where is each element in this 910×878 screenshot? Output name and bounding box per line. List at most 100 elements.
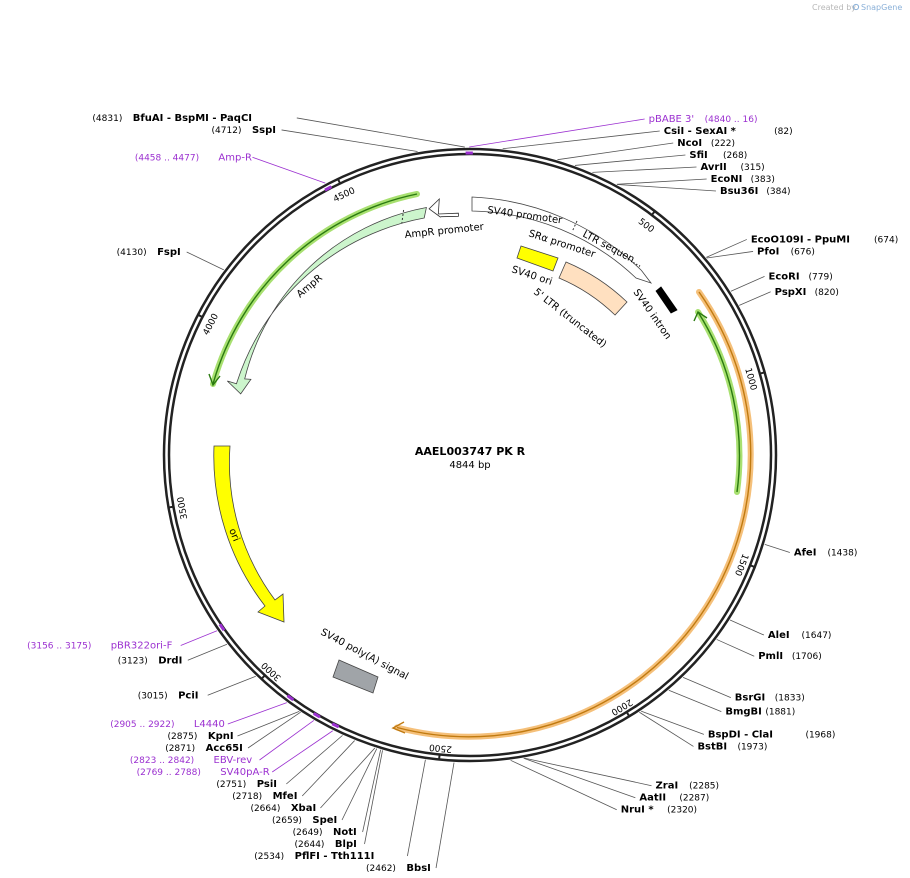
enzyme-label: BspDI - ClaI(1968) — [708, 729, 836, 740]
enzyme-name: AfeI — [794, 548, 817, 559]
feature-sv40-promoter-arrow — [471, 196, 653, 284]
enzyme-leader-line — [186, 251, 224, 271]
enzyme-label: SpeI(2659) — [272, 815, 337, 826]
primer-position: (2769 .. 2788) — [137, 768, 201, 778]
enzyme-position: (2462) — [366, 864, 396, 874]
enzyme-label: AleI(1647) — [768, 630, 832, 641]
primer-name: SV40pA-R — [220, 767, 269, 778]
enzyme-name: SspI — [252, 125, 276, 136]
primer-label: EBV-rev(2823 .. 2842) — [130, 755, 252, 766]
enzyme-leader-line — [510, 759, 617, 811]
enzyme-label: BbsI(2462) — [366, 863, 431, 874]
primer-name: EBV-rev — [214, 755, 253, 766]
tick-mark — [196, 313, 204, 319]
enzyme-leader-line — [301, 740, 355, 797]
enzyme-leader-line — [764, 544, 790, 553]
enzyme-label: EcoRI(779) — [769, 271, 833, 282]
primer-label: pBABE 3'(4840 .. 16) — [649, 114, 758, 125]
feature-label-ori: ori — [226, 527, 241, 543]
enzyme-position: (384) — [766, 187, 790, 197]
tick-mark — [758, 371, 766, 375]
enzyme-label: Acc65I(2871) — [165, 743, 243, 754]
enzyme-name: MfeI — [273, 791, 298, 802]
enzyme-leader-line — [639, 711, 694, 747]
enzyme-name: NcoI — [677, 138, 702, 149]
enzyme-label: BlpI(2644) — [295, 839, 357, 850]
enzyme-name: NotI — [333, 827, 357, 838]
enzyme-position: (2718) — [232, 792, 262, 802]
enzyme-leader-line — [524, 757, 652, 787]
plasmid-name: AAEL003747 PK R — [415, 445, 526, 458]
enzyme-label: PspXI (820) — [775, 287, 839, 298]
enzyme-leader-line — [237, 710, 300, 737]
ampr-highlight-head — [208, 373, 221, 387]
orf-arrow-outer — [396, 291, 752, 738]
orf-arrow-inner-head — [693, 310, 708, 322]
enzyme-name: PspXI — [775, 287, 807, 298]
enzyme-label: EcoNI(383) — [711, 174, 775, 185]
enzyme-name: EcoNI — [711, 174, 743, 185]
primer-leader-line — [259, 720, 315, 761]
enzyme-label: ZraI(2285) — [656, 781, 720, 792]
primer-site-mark — [331, 722, 340, 729]
enzyme-label: PsiI(2751) — [216, 779, 277, 790]
enzyme-leader-line — [557, 142, 674, 161]
enzyme-label: AvrII(315) — [700, 162, 764, 173]
enzyme-position: (820) — [815, 288, 839, 298]
enzyme-name: AleI — [768, 630, 790, 641]
tick-label: 3500 — [176, 496, 190, 521]
orf-highlight-outer — [394, 289, 754, 740]
enzyme-label: PciI (3015) — [138, 690, 199, 701]
tick-label: 2500 — [428, 741, 452, 753]
enzyme-label: SspI(4712) — [212, 125, 276, 136]
enzyme-leader-line — [706, 251, 754, 259]
enzyme-position: (3123) — [118, 656, 148, 666]
enzyme-leader-line — [320, 747, 376, 809]
primer-leader-line — [271, 730, 334, 773]
enzyme-label: NruI *(2320) — [621, 805, 697, 816]
enzyme-position: (1968) — [805, 730, 835, 740]
primer-label: L4440(2905 .. 2922) — [110, 719, 225, 730]
feature-sv40-ori — [516, 245, 559, 272]
enzyme-position: (2649) — [293, 828, 323, 838]
enzyme-position: (674) — [874, 235, 898, 245]
enzyme-leader-line — [729, 619, 765, 636]
feature-ori-arrow — [213, 445, 285, 623]
enzyme-label: SfiI(268) — [689, 150, 747, 161]
enzyme-leader-line — [341, 748, 378, 821]
enzyme-label: PmlI(1706) — [758, 651, 822, 662]
enzyme-position: (2875) — [167, 732, 197, 742]
enzyme-label: EcoO109I - PpuMI (674) — [751, 234, 898, 245]
feature-ampr-promoter — [428, 197, 459, 218]
enzyme-name: BsrGI — [735, 693, 765, 704]
enzyme-position: (1833) — [775, 694, 805, 704]
enzyme-name: Acc65I — [206, 743, 243, 754]
enzyme-position: (2285) — [689, 782, 719, 792]
tick-mark — [748, 563, 757, 569]
enzyme-name: BmgBI — [725, 707, 762, 718]
enzyme-label: PflFI - Tth111I(2534) — [254, 851, 374, 862]
enzyme-name: PciI — [178, 690, 198, 701]
enzyme-label: AfeI(1438) — [794, 548, 858, 559]
enzyme-position: (1881) — [765, 708, 795, 718]
enzyme-position: (2534) — [254, 852, 284, 862]
enzyme-position: (1973) — [737, 742, 767, 752]
snapgene-logo-icon — [852, 3, 860, 11]
enzyme-position: (2751) — [216, 780, 246, 790]
enzyme-leader-line — [682, 677, 731, 698]
enzyme-name: DrdI — [158, 655, 182, 666]
primer-position: (4840 .. 16) — [705, 115, 758, 125]
enzyme-label: PfoI(676) — [757, 246, 815, 257]
primer-leader-line — [180, 630, 218, 646]
enzyme-position: (4831) — [92, 114, 122, 124]
enzyme-position: (2664) — [250, 804, 280, 814]
tick-label: 4000 — [202, 312, 222, 337]
primer-site-mark — [286, 694, 295, 702]
primer-site-mark — [218, 623, 226, 632]
enzyme-position: (3015) — [138, 691, 168, 701]
enzyme-position: (82) — [774, 127, 792, 137]
enzyme-position: (1706) — [792, 652, 822, 662]
primer-position: (3156 .. 3175) — [27, 642, 91, 652]
enzyme-name: EcoO109I - PpuMI — [751, 234, 850, 245]
